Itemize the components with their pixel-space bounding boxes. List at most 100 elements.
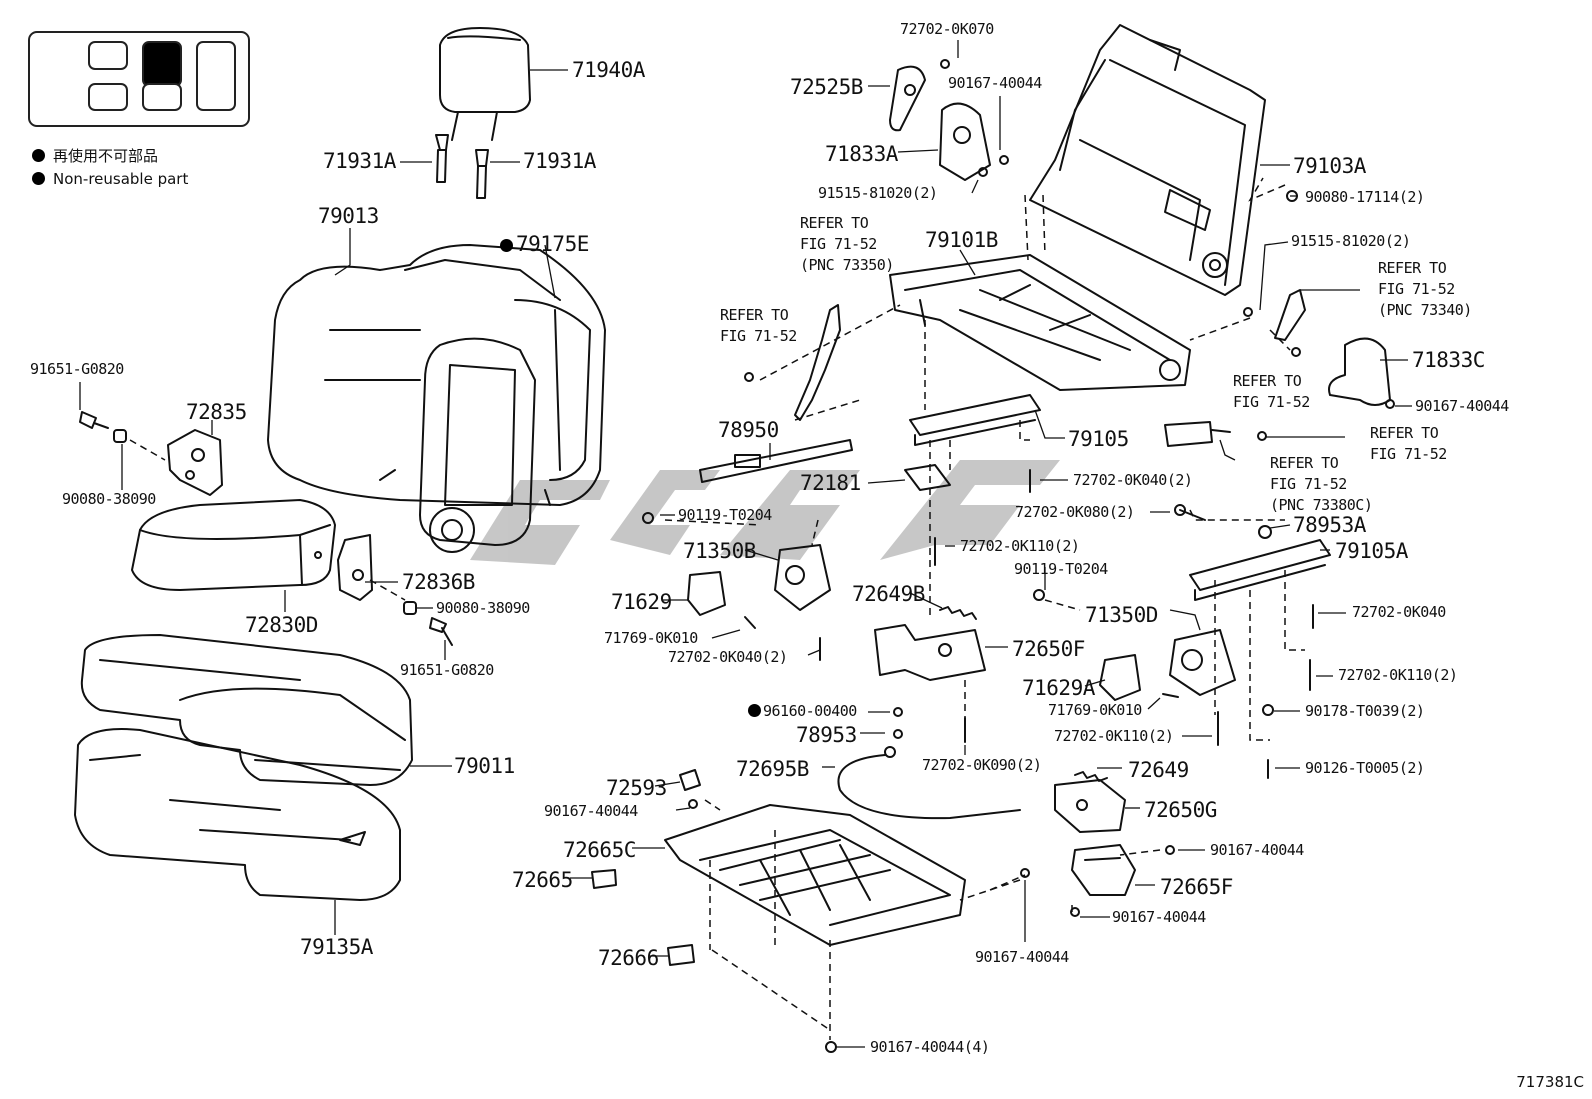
headrest-guide-left	[435, 134, 449, 183]
seat-pan-72665c	[664, 804, 966, 946]
assembly-lines	[129, 177, 1305, 1040]
legend-jp-text: 再使用不可部品	[53, 147, 159, 165]
part-label: 72649	[1128, 758, 1189, 782]
part-label: 72702-0K040	[1352, 603, 1446, 621]
part-label: 72650F	[1012, 637, 1085, 661]
belt-buckle-center	[1164, 421, 1231, 447]
refer-note-line: REFER TO	[1270, 454, 1339, 472]
legend-item-jp: 再使用不可部品	[32, 145, 158, 166]
armrest-72830d	[131, 499, 336, 591]
refer-note-line: REFER TO	[720, 306, 789, 324]
spring-72649b	[939, 606, 977, 620]
part-label: 71833C	[1412, 348, 1485, 372]
part-label: 90178-T0039(2)	[1305, 702, 1425, 720]
lock-72650f	[874, 624, 986, 681]
part-label: 78953	[796, 723, 857, 747]
seat-belt-73350	[794, 304, 841, 421]
refer-note-line: (PNC 73340)	[1378, 301, 1472, 319]
refer-note-line: FIG 71-52	[1270, 475, 1347, 493]
refer-note-line: REFER TO	[1233, 372, 1302, 390]
refer-note-line: FIG 71-52	[1233, 393, 1310, 411]
part-label: 72525B	[790, 75, 863, 99]
nut-90080-b	[403, 601, 417, 615]
part-label: 72665	[512, 868, 573, 892]
part-label: 72702-0K080(2)	[1015, 503, 1135, 521]
part-label: 71629A	[1022, 676, 1095, 700]
part-label: 71629	[611, 590, 672, 614]
refer-note-line: FIG 71-52	[1378, 280, 1455, 298]
part-label: 71931A	[323, 149, 396, 173]
refer-note-line: FIG 71-52	[800, 235, 877, 253]
view-cell-top-center-active	[142, 41, 182, 87]
part-label: 72650G	[1144, 798, 1217, 822]
spring-72649	[1074, 771, 1108, 782]
bracket-72835	[167, 429, 223, 496]
part-label: 71769-0K010	[604, 629, 698, 647]
nonreusable-dot-icon	[500, 239, 513, 252]
part-label: 90126-T0005(2)	[1305, 759, 1425, 777]
part-label: 72649B	[852, 582, 925, 606]
part-label: 71833A	[825, 142, 898, 166]
seatback-cover-79013	[267, 244, 606, 553]
part-label: 72702-0K070	[900, 20, 994, 38]
rail-79105	[909, 394, 1041, 446]
seat-cushion-pad-79135a	[74, 728, 401, 901]
refer-note-line: REFER TO	[1378, 259, 1447, 277]
part-label: 72830D	[245, 613, 318, 637]
part-label: 72702-0K110(2)	[1338, 666, 1458, 684]
part-label: 79105	[1068, 427, 1129, 451]
cover-71833a	[939, 102, 991, 181]
cover-72665f	[1071, 844, 1136, 896]
part-label: 72702-0K040(2)	[668, 648, 788, 666]
strap-78950	[699, 439, 853, 483]
part-label: 72665F	[1160, 875, 1233, 899]
refer-note-line: REFER TO	[800, 214, 869, 232]
refer-note-line: FIG 71-52	[1370, 445, 1447, 463]
bracket-72836b	[337, 534, 373, 601]
part-label: 79103A	[1293, 154, 1366, 178]
cover-71629	[687, 571, 726, 616]
refer-note-line: (PNC 73350)	[800, 256, 894, 274]
cover-72666	[667, 944, 695, 966]
refer-note-line: REFER TO	[1370, 424, 1439, 442]
seat-frame-79101b	[889, 254, 1191, 391]
part-label: 90119-T0204	[1014, 560, 1108, 578]
part-label: 90167-40044	[1112, 908, 1206, 926]
part-label: 90167-40044	[544, 802, 638, 820]
view-indicator-panel	[28, 31, 250, 127]
lock-72650g	[1054, 779, 1126, 833]
part-label: 90167-40044	[1210, 841, 1304, 859]
part-label: 72666	[598, 946, 659, 970]
part-label: 91515-81020(2)	[1291, 232, 1411, 250]
plate-72181	[904, 464, 951, 491]
headrest-71940a	[439, 27, 531, 141]
lever-72525b	[889, 65, 926, 132]
part-label: 71931A	[523, 149, 596, 173]
refer-note-line: (PNC 73380C)	[1270, 496, 1373, 514]
bolt-set	[642, 59, 1395, 1053]
bolt-91651-b	[429, 617, 453, 646]
view-cell-bottom-center	[142, 83, 182, 111]
cover-71833c	[1328, 337, 1391, 406]
part-label: 72835	[186, 400, 247, 424]
seat-cushion-79011	[80, 634, 413, 786]
cover-71629a	[1099, 654, 1141, 701]
part-label: 90080-17114(2)	[1305, 188, 1425, 206]
rail-79105a	[1189, 539, 1331, 601]
part-label: 90167-40044	[975, 948, 1069, 966]
part-label-nonreusable: 96160-00400	[748, 704, 857, 719]
view-cell-right	[196, 41, 236, 111]
part-label: 90080-38090	[436, 599, 530, 617]
part-label: 72665C	[563, 838, 636, 862]
part-label: 90167-40044(4)	[870, 1038, 990, 1056]
legend-en-text: Non-reusable part	[53, 170, 189, 188]
nonreusable-dot-icon	[748, 704, 761, 717]
cover-72665	[591, 869, 617, 889]
part-label: 91651-G0820	[30, 360, 124, 378]
part-label: 79101B	[925, 228, 998, 252]
nut-90080-a	[113, 429, 127, 443]
part-label: 78953A	[1293, 513, 1366, 537]
part-label: 91651-G0820	[400, 661, 494, 679]
recliner-71350b	[774, 544, 831, 611]
